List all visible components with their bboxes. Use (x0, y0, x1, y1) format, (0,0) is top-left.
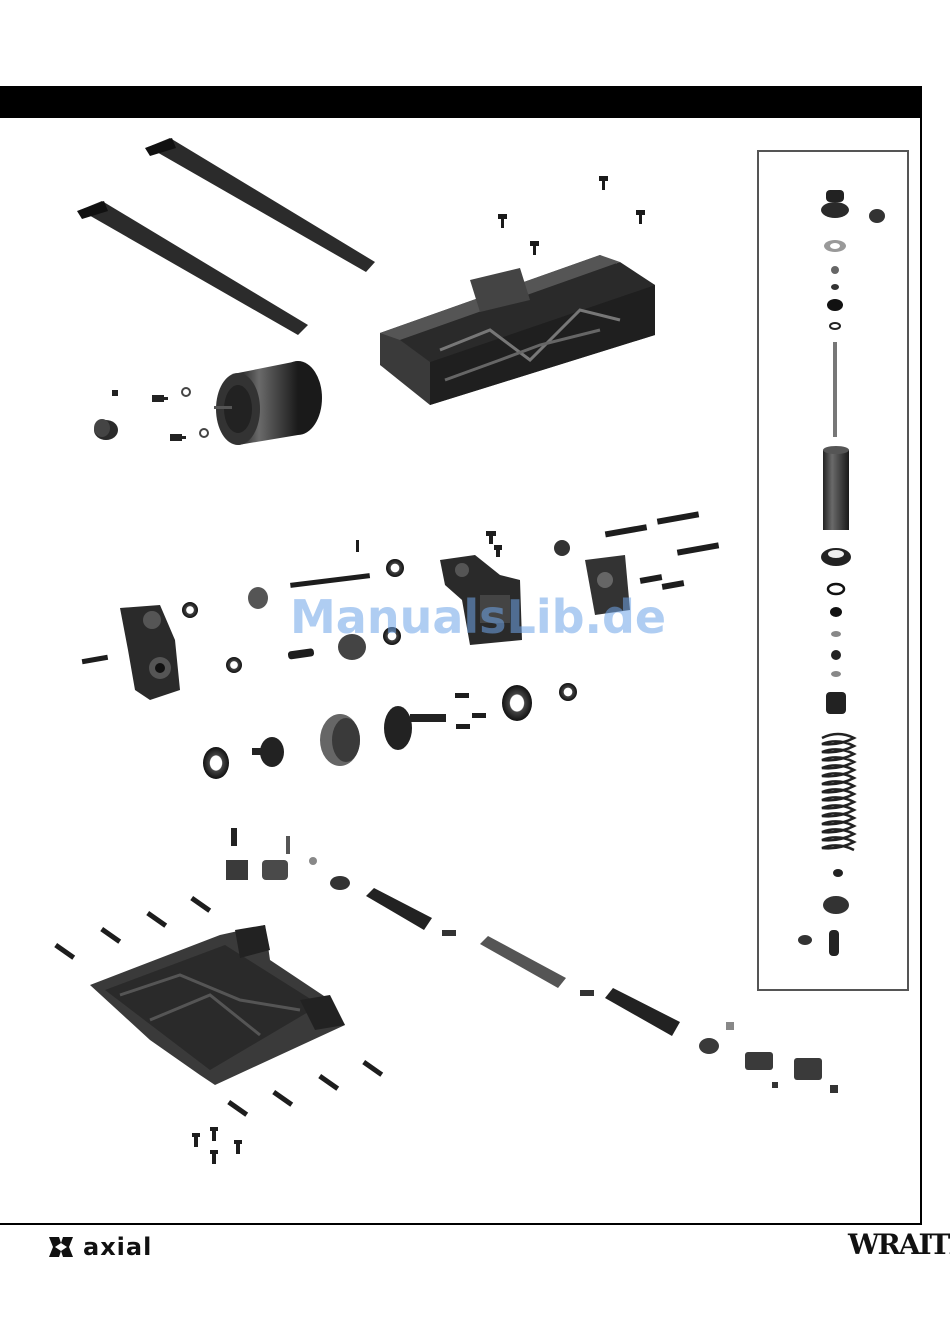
pinion-gear (94, 419, 118, 440)
transmission-bearings (182, 540, 577, 779)
driveshaft-assembly (226, 828, 838, 1093)
watermark: ManualsLib.de (290, 590, 670, 644)
footer-brand-logo: axial (45, 1232, 152, 1262)
header-bar (0, 86, 922, 118)
battery-strap-lower (77, 201, 308, 335)
footer-brand-name: axial (83, 1233, 152, 1261)
battery-tray (380, 255, 655, 405)
tray-screws (498, 176, 645, 255)
footer-model-name: WRAITH (848, 1228, 950, 1261)
transmission-case-left (120, 605, 180, 700)
axial-logo-icon (45, 1233, 77, 1261)
shock-parts (798, 190, 885, 956)
skid-plate (90, 925, 345, 1085)
exploded-parts-diagram (0, 118, 920, 1223)
motor (214, 361, 322, 445)
motor-hardware (112, 388, 208, 441)
